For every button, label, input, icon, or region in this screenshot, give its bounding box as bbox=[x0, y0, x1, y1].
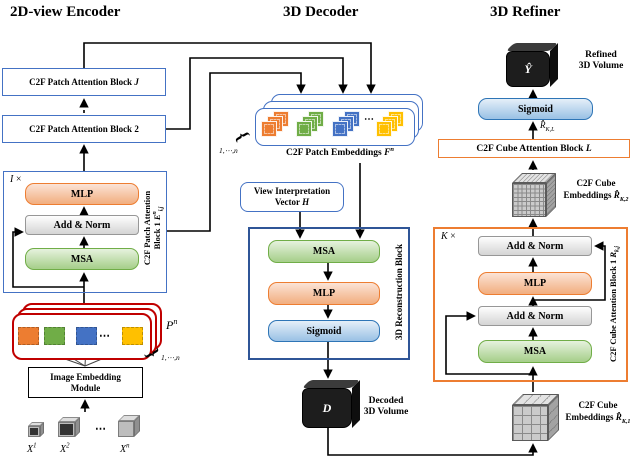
encoder-title: 2D-view Encoder bbox=[10, 4, 121, 20]
refiner-loop-count: K × bbox=[441, 231, 456, 242]
patch-square-green bbox=[44, 327, 65, 345]
patch-embeddings-label: C2F Patch Embeddings Fn bbox=[285, 145, 395, 158]
embedding-group-green bbox=[296, 111, 326, 139]
decoded-volume-symbol: D bbox=[322, 400, 332, 415]
input-view-2-label: X2 bbox=[60, 442, 70, 455]
patches-symbol: Pn bbox=[166, 317, 178, 332]
embeddings-ellipsis: ⋯ bbox=[364, 114, 374, 125]
encoder-msa-block: MSA bbox=[25, 248, 139, 270]
encoder-block1-side-label: C2F Patch Attention Block 1 Eni,j bbox=[142, 190, 165, 266]
refiner-title: 3D Refiner bbox=[490, 4, 561, 20]
refiner-add-norm-top: Add & Norm bbox=[478, 236, 592, 256]
embedding-group-blue bbox=[332, 111, 362, 139]
cube-embeddings-k1-caption: C2F Cube Embeddings R̂K,1 bbox=[565, 400, 631, 425]
decoder-sigmoid-block: Sigmoid bbox=[268, 320, 380, 342]
cube-attention-block-l: C2F Cube Attention Block L bbox=[438, 139, 630, 158]
refined-embedding-symbol: R̂K,L bbox=[540, 120, 555, 133]
embedding-group-yellow bbox=[376, 111, 406, 139]
patch-square-orange bbox=[18, 327, 39, 345]
patch-square-blue bbox=[76, 327, 97, 345]
view-interpretation-vector: View Interpretation Vector H bbox=[240, 182, 344, 212]
input-view-1-label: X1 bbox=[27, 442, 37, 455]
decoder-title: 3D Decoder bbox=[283, 4, 359, 20]
patch-ellipsis: ⋯ bbox=[99, 330, 110, 342]
decoder-mlp-block: MLP bbox=[268, 282, 380, 305]
decoded-volume-caption: Decoded 3D Volume bbox=[363, 396, 409, 417]
patches-range-label: 1,⋯,n bbox=[161, 353, 180, 362]
embeddings-range-label: 1,⋯,n bbox=[219, 146, 238, 155]
cube-embeddings-k2-caption: C2F Cube Embeddings R̂K,2 bbox=[563, 178, 629, 203]
cube-attention-block-1-container bbox=[433, 227, 628, 382]
embeddings-brace: } bbox=[230, 128, 252, 145]
reconstruction-block-side-label: 3D Reconstruction Block bbox=[394, 244, 404, 340]
refiner-sigmoid-block: Sigmoid bbox=[478, 98, 593, 120]
refined-volume-caption: Refined 3D Volume bbox=[578, 50, 624, 71]
decoder-msa-block: MSA bbox=[268, 240, 380, 263]
patch-attention-block-2: C2F Patch Attention Block 2 bbox=[2, 115, 166, 143]
image-embedding-module: Image Embedding Module bbox=[28, 367, 143, 398]
embedding-group-orange bbox=[261, 111, 291, 139]
refiner-add-norm-bottom: Add & Norm bbox=[478, 306, 592, 326]
patch-attention-block-j: C2F Patch Attention Block J bbox=[2, 68, 166, 96]
reconstruction-block-container bbox=[248, 227, 410, 360]
encoder-add-norm-block: Add & Norm bbox=[25, 215, 139, 235]
encoder-mlp-block: MLP bbox=[25, 183, 139, 205]
inputs-ellipsis: ⋯ bbox=[95, 423, 106, 435]
input-view-n-label: Xn bbox=[120, 442, 130, 455]
patch-attention-block-1-container bbox=[3, 171, 167, 293]
encoder-loop-count: I × bbox=[10, 174, 22, 185]
patch-square-yellow bbox=[122, 327, 143, 345]
refined-volume-symbol: Ŷ bbox=[524, 61, 532, 76]
refiner-msa-block: MSA bbox=[478, 340, 592, 363]
refiner-mlp-block: MLP bbox=[478, 272, 592, 295]
cube-attention-block-1-side-label: C2F Cube Attention Block 1 Rk,j bbox=[608, 246, 621, 362]
